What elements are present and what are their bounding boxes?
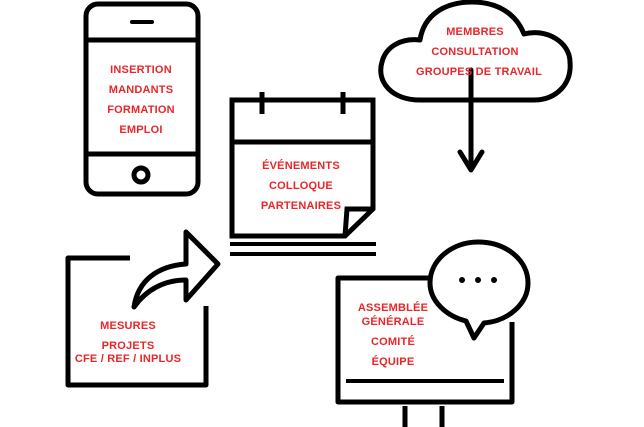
- phone-label-mandants: MANDANTS: [109, 84, 174, 96]
- phone-label-emploi: EMPLOI: [119, 124, 162, 136]
- share-arrow-icon: [131, 229, 221, 310]
- cloud-label-membres: MEMBRES: [446, 26, 504, 38]
- calendar-label-evenements: ÉVÉNEMENTS: [262, 159, 340, 172]
- cloud-labels: MEMBRES CONSULTATION GROUPES DE TRAVAIL: [416, 26, 542, 78]
- cloud-icon: [378, 0, 573, 173]
- cloud-label-groupes: GROUPES DE TRAVAIL: [416, 66, 542, 78]
- chat-bubble-icon: [427, 239, 531, 341]
- monitor-labels: ASSEMBLÉE GÉNÉRALE COMITÉ ÉQUIPE: [358, 301, 428, 368]
- cloud-label-consultation: CONSULTATION: [431, 46, 518, 58]
- share-label-projets: PROJETS: [102, 340, 155, 352]
- phone-label-insertion: INSERTION: [110, 64, 172, 76]
- smartphone-labels: INSERTION MANDANTS FORMATION EMPLOI: [107, 64, 175, 136]
- calendar-labels: ÉVÉNEMENTS COLLOQUE PARTENAIRES: [261, 159, 341, 212]
- smartphone-icon: [83, 1, 201, 197]
- share-label-cfe: CFE / REF / INPLUS: [75, 353, 181, 365]
- share-box-labels: MESURES PROJETS CFE / REF / INPLUS: [75, 320, 181, 365]
- calendar-label-colloque: COLLOQUE: [269, 180, 333, 192]
- calendar-label-partenaires: PARTENAIRES: [261, 200, 341, 212]
- monitor-label-assemblee: ASSEMBLÉE: [358, 301, 428, 314]
- share-box-icon: [65, 255, 209, 388]
- phone-label-formation: FORMATION: [107, 104, 175, 116]
- monitor-label-generale: GÉNÉRALE: [362, 315, 425, 328]
- monitor-label-equipe: ÉQUIPE: [372, 355, 415, 368]
- share-label-mesures: MESURES: [100, 320, 156, 332]
- monitor-icon: [335, 275, 515, 427]
- calendar-icon: [229, 92, 376, 256]
- monitor-label-comite: COMITÉ: [371, 335, 415, 348]
